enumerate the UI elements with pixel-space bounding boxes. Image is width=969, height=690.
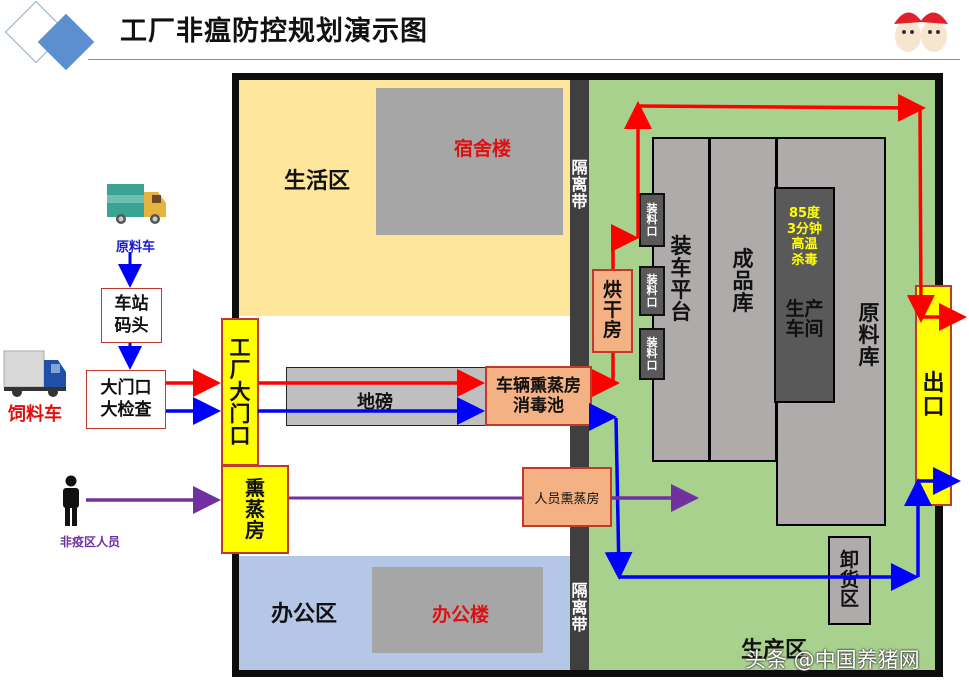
mascot-pigs-icon: [894, 12, 948, 52]
raw-material-truck-label: 原料车: [116, 240, 156, 255]
finished-goods-label: 成 品 库: [732, 247, 754, 316]
feed-truck-label: 饲料车: [8, 404, 62, 425]
dormitory-building: [376, 88, 563, 235]
station-dock: 车站 码头: [101, 288, 162, 343]
weighbridge-label: 地磅: [357, 392, 393, 413]
isolation-belt-label-bottom: 隔 离 带: [571, 581, 588, 634]
feed-truck-icon: [3, 350, 67, 398]
office-building: [372, 567, 543, 653]
loading-platform-label: 装 车 平 台: [670, 234, 692, 325]
raw-material-truck-icon: [106, 183, 168, 225]
workshop-sterilization-note: 85度 3分钟 高温 杀毒: [786, 206, 823, 268]
loading-port-3: 装 料 口: [639, 328, 665, 380]
workshop-label: 生产 车间: [785, 298, 824, 340]
header-divider: [88, 59, 960, 60]
vehicle-fumigation-room: 车辆熏蒸房 消毒池: [485, 366, 592, 426]
personnel-fumigation-room: 人员熏蒸房: [522, 467, 612, 527]
personnel-label: 非疫区人员: [60, 535, 121, 549]
loading-port-1: 装 料 口: [639, 193, 665, 247]
exit-gate: 出 口: [915, 285, 952, 506]
person-icon: [60, 475, 82, 527]
raw-material-store-label: 原 料 库: [858, 301, 880, 370]
watermark: 头条 @中国养猪网: [745, 648, 920, 672]
mascot-logo: [886, 2, 958, 54]
gate-fumigation-room: 熏 蒸 房: [221, 465, 289, 554]
unloading-area: 卸 货 区: [828, 536, 871, 625]
isolation-belt-label-top: 隔 离 带: [571, 158, 588, 211]
production-workshop: [774, 187, 835, 403]
factory-gate: 工 厂 大 门 口: [221, 318, 259, 466]
gate-inspection: 大门口 大检查: [86, 370, 166, 429]
transit-area: [239, 316, 570, 556]
office-zone-label: 办公区: [271, 602, 338, 627]
page-title: 工厂非瘟防控规划演示图: [120, 16, 428, 47]
dormitory-label: 宿舍楼: [454, 138, 512, 160]
drying-room: 烘 干 房: [592, 269, 633, 353]
office-building-label: 办公楼: [432, 604, 490, 626]
weighbridge: [286, 367, 488, 426]
living-zone-label: 生活区: [284, 169, 351, 194]
production-zone-label: 生产区: [741, 638, 808, 663]
loading-port-2: 装 料 口: [639, 266, 665, 316]
